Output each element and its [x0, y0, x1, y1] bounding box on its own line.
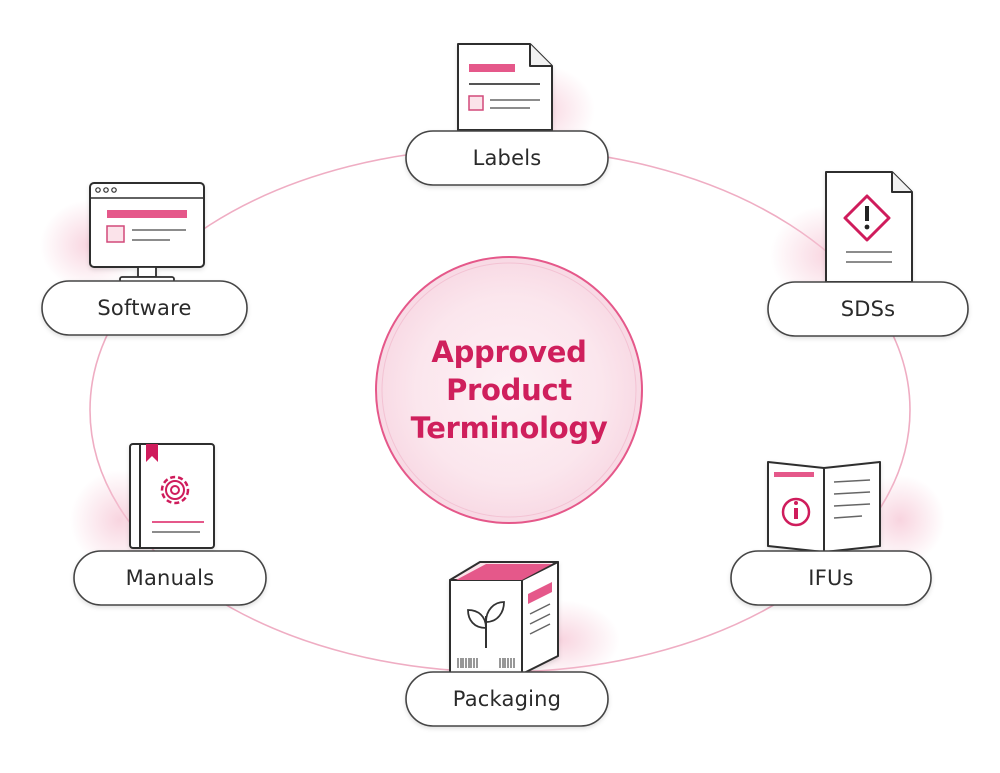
product-box-icon: [449, 561, 559, 675]
monitor-window-icon: [89, 182, 205, 283]
center-circle: [375, 256, 643, 524]
packaging-label: Packaging: [452, 687, 562, 711]
labels-node: [405, 43, 609, 186]
packaging-pill: [405, 671, 609, 727]
labels-pill: [405, 130, 609, 186]
labels-label: Labels: [472, 146, 542, 170]
manuals-pill: [73, 550, 267, 606]
software-pill: [41, 280, 248, 336]
manuals-label: Manuals: [125, 566, 215, 590]
manuals-node: [70, 443, 267, 606]
software-node: [40, 182, 248, 336]
sdss-pill: [767, 281, 969, 337]
manual-gear-icon: [129, 443, 215, 549]
center-title-line-1: Approved: [431, 335, 587, 369]
ifus-label: IFUs: [808, 566, 854, 590]
sdss-node: [767, 171, 969, 337]
ifus-node: [730, 461, 945, 606]
sdss-label: SDSs: [840, 297, 896, 321]
open-book-info-icon: [767, 461, 881, 553]
center-title-line-2: Product: [446, 373, 572, 407]
packaging-node: [405, 561, 620, 727]
software-label: Software: [97, 296, 192, 320]
center-title: Approved Product Terminology: [376, 262, 642, 518]
ifus-pill: [730, 550, 932, 606]
hazard-document-icon: [825, 171, 913, 283]
label-document-icon: [457, 43, 553, 131]
center-title-line-3: Terminology: [410, 411, 608, 445]
